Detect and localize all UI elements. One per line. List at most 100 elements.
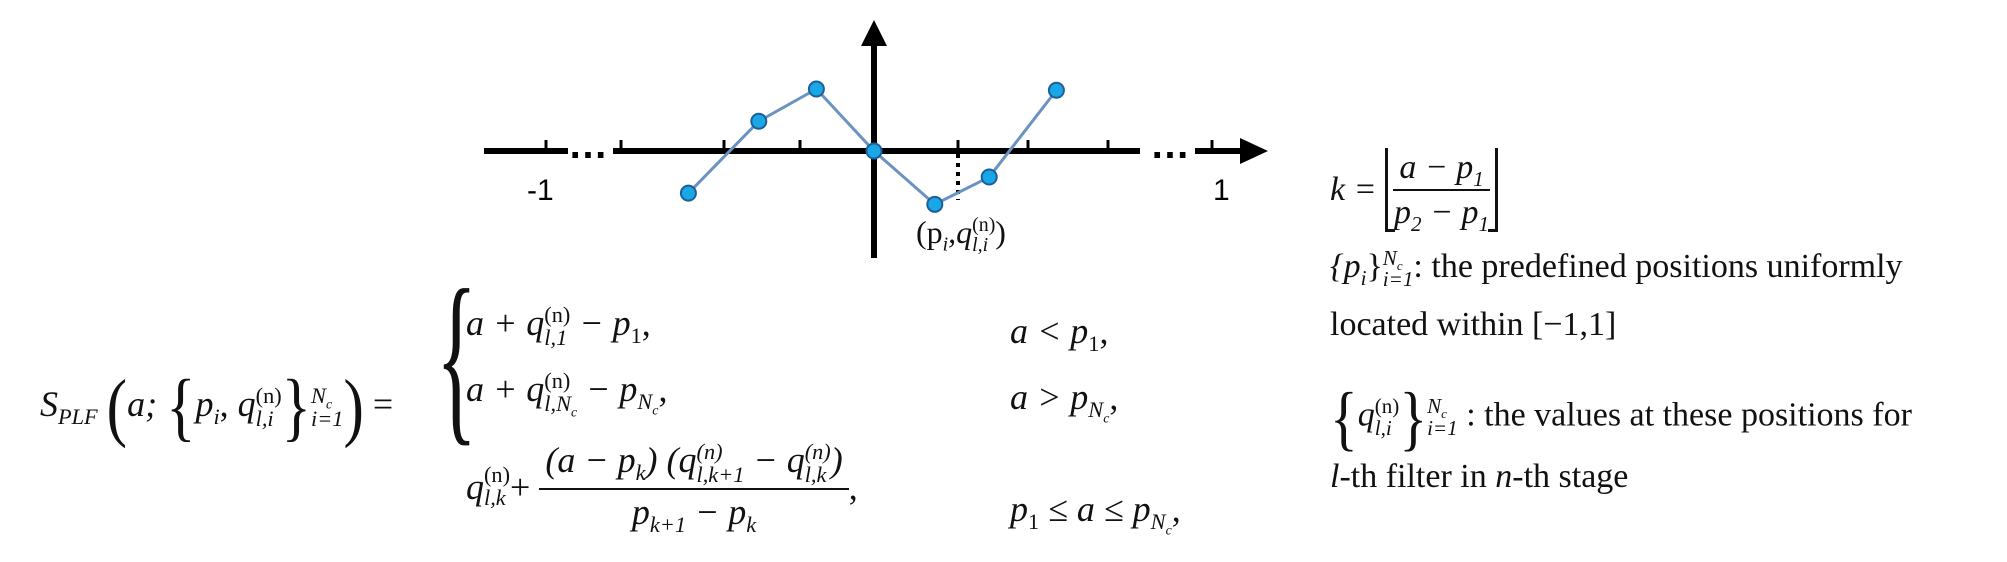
case-2-cond: a > p [1010, 377, 1089, 417]
case-3-den-a-sub: k+1 [649, 512, 686, 538]
lhs-p: p [195, 383, 214, 424]
case-3-numerator: (a − pk) (q(n)l,k+1 − q(n)l,k) [539, 440, 849, 491]
point-label-close: ) [995, 214, 1006, 250]
ellipsis-left: … [568, 123, 608, 167]
p-desc-line-2: located within [−1,1] [1330, 306, 1617, 343]
case-2-p-sub: Nc [637, 389, 658, 418]
case-2-sup: (n) [544, 368, 571, 394]
lhs-upper-n: N [311, 383, 326, 409]
case-2-cond-sub: Nc [1088, 397, 1109, 426]
k-numerator: a − p1 [1393, 148, 1490, 192]
floor-left [1385, 148, 1396, 233]
point-label-open: (p [916, 214, 943, 250]
p-set-upper: Nc [1383, 248, 1414, 273]
q-set-upper: Nc [1427, 394, 1458, 421]
q-desc-end: -th stage [1512, 458, 1629, 495]
case-3-num-b-sub: l,k+1 [696, 461, 745, 487]
case-3-num-b-sup: (n) [696, 439, 723, 465]
case-3-num-c-scripts: (n)l,k [805, 441, 831, 486]
case-3-cond-b: ≤ a ≤ p [1039, 489, 1151, 529]
tick-label-minus-one: -1 [527, 174, 554, 207]
tick-label-plus-one: 1 [1213, 174, 1230, 207]
case-3-cond-b-sub-n: N [1150, 509, 1166, 535]
equals-sign: = [372, 383, 394, 424]
case-3-cond-b-sub-c: c [1165, 522, 1172, 538]
case-3-plus: + [510, 466, 531, 507]
case-3-den-b-sub: k [746, 512, 757, 538]
p-set-lower: i=1 [1382, 267, 1414, 292]
p-set-open: {pi} [1330, 248, 1383, 288]
case-1-a-plus-q: a + q [466, 303, 545, 343]
q-desc-mid: -th filter in [1339, 458, 1496, 495]
p-desc-line-1: : the predefined positions uniformly [1413, 248, 1903, 285]
k-den-a: p [1394, 194, 1412, 232]
q-set-close-brace: } [1399, 376, 1428, 459]
q-desc-l: l [1330, 458, 1340, 495]
case-2-p-sub-c: c [652, 402, 659, 418]
case-3-num-b-scripts: (n)l,k+1 [697, 441, 745, 486]
q-set-scripts: (n)l,i [1375, 396, 1400, 438]
case-1-condition: a < p1, [1010, 310, 1108, 355]
p-set-brace-p: {p [1330, 248, 1361, 285]
case-1-sup: (n) [544, 302, 571, 328]
case-3-condition: p1 ≤ a ≤ pNc, [1010, 488, 1181, 538]
q-set-sub: l,i [1374, 415, 1392, 440]
p-set-sub-i: i [1360, 265, 1367, 290]
case-3-den-a: p [631, 492, 650, 533]
case-2-sub-lN: l,N [544, 390, 571, 416]
p-set-upper-c: c [1396, 258, 1403, 274]
lhs-open-paren: ( [106, 364, 128, 450]
case-3-den-b: − p [686, 492, 747, 533]
case-3-denominator: pk+1 − pk [626, 490, 762, 536]
case-3-cond-b-sub: Nc [1150, 509, 1172, 538]
lhs-lower-limit: i=1 [311, 405, 344, 431]
k-definition: k = a − p1 p2 − p1 [1330, 148, 1499, 234]
point-label-comma-q: ,q [948, 214, 973, 250]
k-num-a: a − p [1399, 149, 1474, 186]
lhs-a: a; [127, 383, 158, 424]
q-desc-line-2: l-th filter in n-th stage [1330, 458, 1628, 496]
case-3-comma: , [848, 466, 858, 507]
lhs-sub-plf: PLF [58, 403, 98, 429]
case-1-p-sub: 1 [630, 323, 642, 349]
case-3-fraction: (a − pk) (q(n)l,k+1 − q(n)l,k) pk+1 − pk [539, 440, 849, 536]
plf-point-4 [865, 142, 883, 160]
case-1-minus-p: − p [570, 303, 631, 343]
k-fraction: a − p1 p2 − p1 [1388, 148, 1495, 234]
point-label: (pi,q(n)l,i) [916, 214, 1006, 256]
lhs-upper-limit: Nc [311, 383, 343, 412]
lhs-q: q [237, 383, 256, 424]
case-2-a-plus-q: a + q [466, 369, 545, 409]
lhs-q-scripts: (n)l,i [255, 384, 282, 431]
case-2-cond-comma: , [1109, 377, 1119, 417]
k-den-b-sub: 1 [1478, 211, 1490, 236]
cases-brace: { [436, 252, 478, 462]
case-3-num-a-sub: k [635, 460, 646, 486]
case-2-scripts: (n)l,Nc [544, 368, 577, 419]
case-3-q: q [466, 466, 484, 507]
k-den-b: − p [1421, 194, 1479, 232]
lhs-upper-c: c [325, 396, 333, 412]
case-1-expression: a + q(n)l,1 − p1, [466, 302, 651, 349]
case-1-comma: , [641, 303, 651, 343]
case-3-sub: l,k [484, 484, 506, 510]
case-3-num-c-sup: (n) [804, 439, 831, 465]
ellipsis-right: … [1150, 123, 1190, 167]
x-axis-arrowhead [1240, 138, 1268, 164]
plf-point-6 [980, 168, 998, 186]
plf-point-2 [750, 112, 768, 130]
case-3-cond-a: p [1010, 489, 1028, 529]
case-3-cond-a-sub: 1 [1028, 509, 1040, 535]
case-3-expression: q(n)l,k + (a − pk) (q(n)l,k+1 − q(n)l,k)… [466, 440, 858, 536]
plf-point-7 [1047, 81, 1065, 99]
case-2-minus-p: − p [577, 369, 638, 409]
lhs-q-sub: l,i [255, 405, 274, 431]
case-2-condition: a > pNc, [1010, 376, 1119, 426]
k-denominator: p2 − p1 [1388, 191, 1495, 234]
lhs-s: S [40, 383, 58, 424]
q-set-upper-n: N [1427, 394, 1442, 419]
